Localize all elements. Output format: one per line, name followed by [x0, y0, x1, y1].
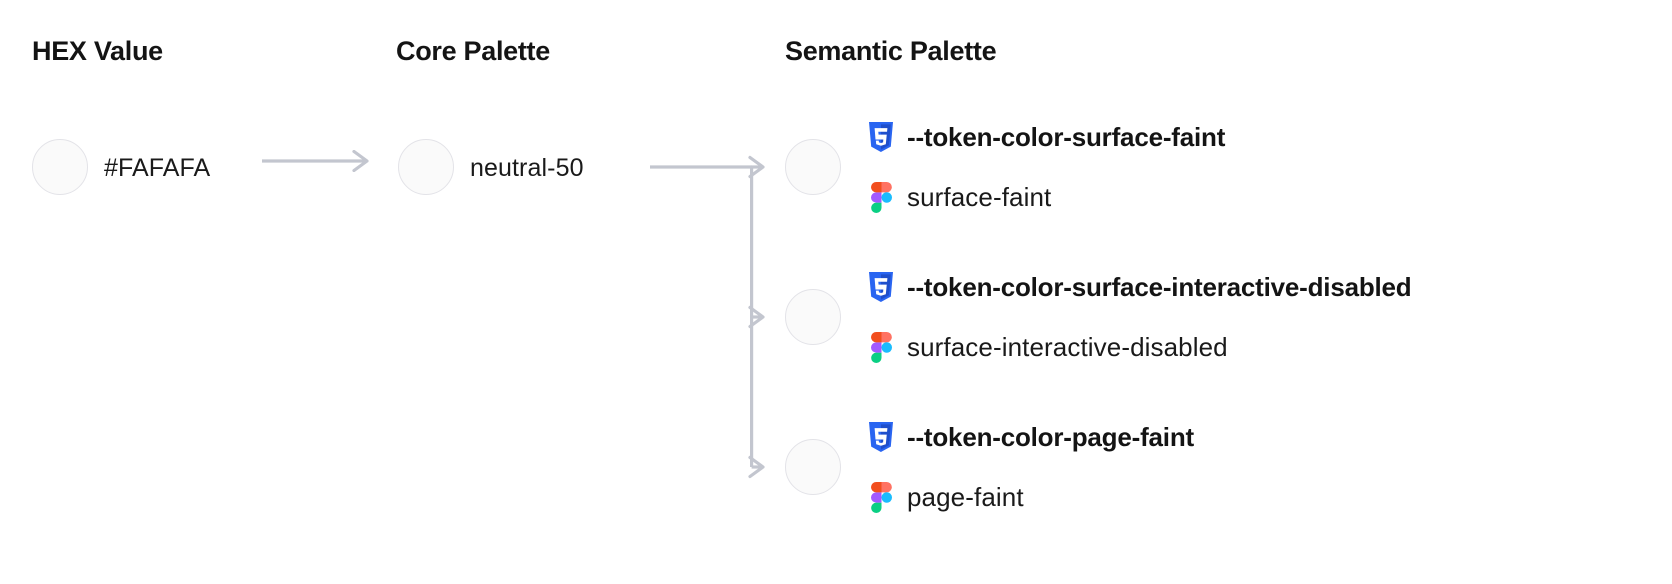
semantic-token-row: --token-color-page-faint page-faint [866, 416, 1194, 518]
column-header-semantic-palette: Semantic Palette [785, 36, 997, 66]
css3-icon [866, 271, 896, 303]
figma-token-label: page-faint [907, 482, 1024, 512]
figma-token-line: surface-interactive-disabled [866, 326, 1412, 368]
branching-arrows-core-to-semantic-icon [650, 140, 775, 495]
column-header-hex-value: HEX Value [32, 36, 163, 66]
figma-token-label: surface-faint [907, 182, 1052, 212]
figma-token-line: surface-faint [866, 176, 1225, 218]
semantic-token-row: --token-color-surface-interactive-disabl… [866, 266, 1412, 368]
figma-token-label: surface-interactive-disabled [907, 332, 1228, 362]
css3-icon [866, 421, 896, 453]
color-swatch-semantic-1 [785, 289, 841, 345]
css-token-line: --token-color-page-faint [866, 416, 1194, 458]
color-swatch-hex [32, 139, 88, 195]
css-token-label: --token-color-surface-faint [907, 122, 1226, 152]
hex-value-label: #FAFAFA [104, 154, 211, 182]
figma-icon [866, 181, 896, 213]
core-palette-value-label: neutral-50 [470, 154, 584, 182]
column-header-core-palette: Core Palette [396, 36, 550, 66]
css3-icon [866, 121, 896, 153]
css-token-line: --token-color-surface-interactive-disabl… [866, 266, 1412, 308]
figma-icon [866, 481, 896, 513]
figma-icon [866, 331, 896, 363]
color-swatch-semantic-0 [785, 139, 841, 195]
arrow-hex-to-core-icon [262, 149, 374, 177]
figma-token-line: page-faint [866, 476, 1194, 518]
css-token-label: --token-color-surface-interactive-disabl… [907, 272, 1412, 302]
color-swatch-semantic-2 [785, 439, 841, 495]
css-token-label: --token-color-page-faint [907, 422, 1194, 452]
semantic-token-row: --token-color-surface-faint surface-fain… [866, 116, 1225, 218]
css-token-line: --token-color-surface-faint [866, 116, 1225, 158]
color-swatch-core [398, 139, 454, 195]
